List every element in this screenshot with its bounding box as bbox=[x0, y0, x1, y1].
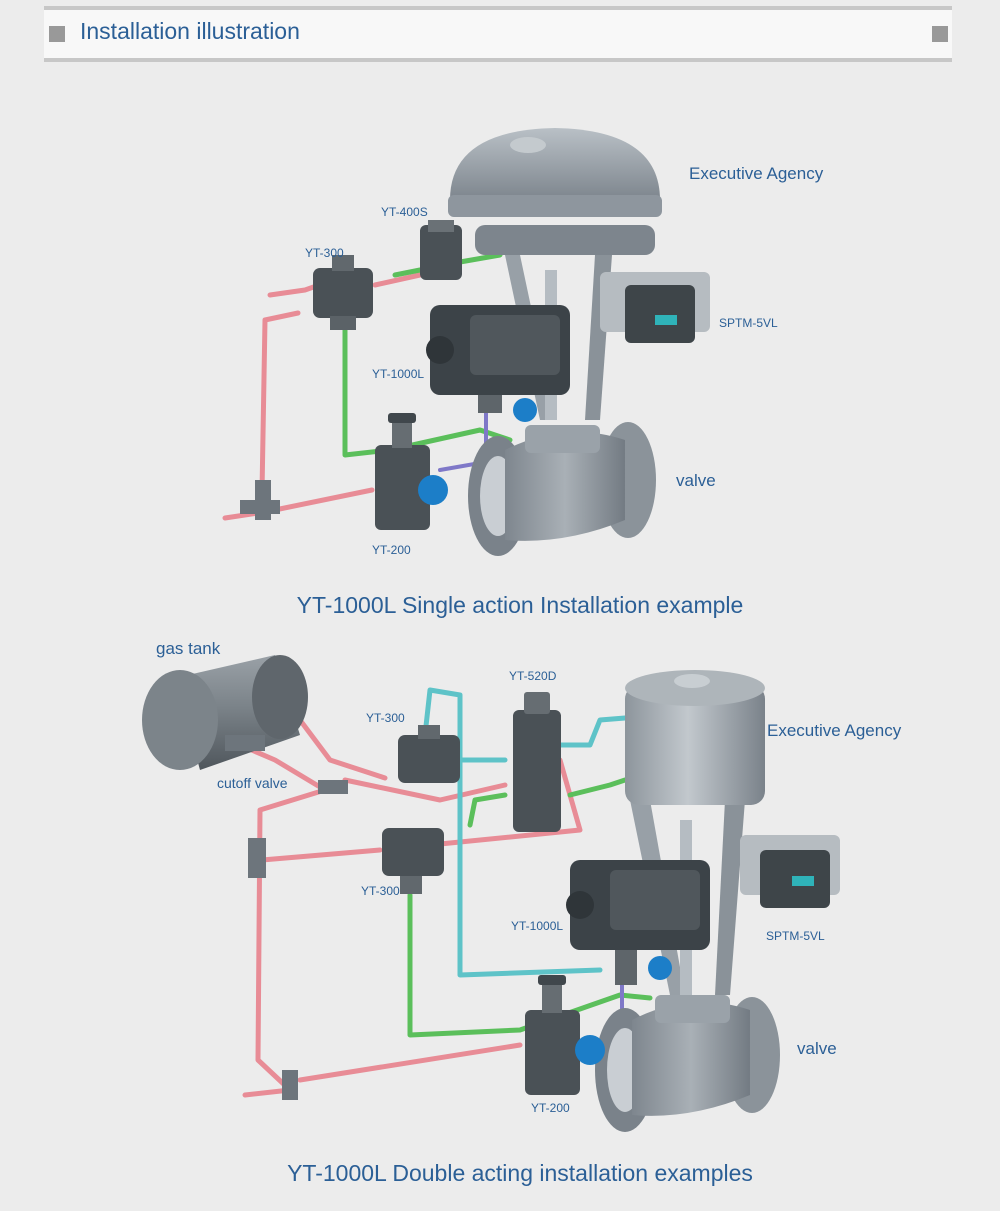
label-yt300: YT-300 bbox=[305, 246, 344, 260]
label-yt1000l: YT-1000L bbox=[372, 367, 424, 381]
valve-body bbox=[468, 422, 656, 556]
valve-body-2 bbox=[595, 995, 780, 1132]
label-executive-agency-2: Executive Agency bbox=[767, 721, 902, 740]
label-sptm5vl: SPTM-5VL bbox=[719, 316, 778, 330]
double-acting-diagram: gas tank YT-520D YT-300 Executive Agency… bbox=[142, 639, 902, 1186]
booster-yt400s bbox=[420, 220, 462, 280]
label-yt520d: YT-520D bbox=[509, 669, 557, 683]
label-valve: valve bbox=[676, 471, 716, 490]
lock-up-valve-yt300 bbox=[313, 255, 373, 330]
gas-tank bbox=[142, 655, 308, 770]
caption-double-acting: YT-1000L Double acting installation exam… bbox=[287, 1160, 753, 1186]
cylinder-actuator bbox=[625, 670, 765, 805]
filter-regulator-yt200 bbox=[375, 413, 448, 530]
tee-fitting bbox=[240, 480, 280, 520]
label-yt400s: YT-400S bbox=[381, 205, 428, 219]
limit-switch-sptm5vl-2 bbox=[740, 835, 840, 908]
label-yt200-2: YT-200 bbox=[531, 1101, 570, 1115]
label-yt200: YT-200 bbox=[372, 543, 411, 557]
tee-fittings-2 bbox=[248, 780, 348, 1100]
booster-yt520d bbox=[513, 692, 561, 832]
label-yt1000l-2: YT-1000L bbox=[511, 919, 563, 933]
filter-regulator-yt200-2 bbox=[525, 975, 605, 1095]
label-gas-tank: gas tank bbox=[156, 639, 221, 658]
label-executive-agency: Executive Agency bbox=[689, 164, 824, 183]
limit-switch-sptm5vl bbox=[600, 272, 710, 343]
label-yt300-top: YT-300 bbox=[366, 711, 405, 725]
single-action-diagram: Executive Agency YT-400S YT-300 SPTM-5VL… bbox=[225, 128, 824, 618]
label-valve-2: valve bbox=[797, 1039, 837, 1058]
label-yt300-bottom: YT-300 bbox=[361, 884, 400, 898]
label-sptm5vl-2: SPTM-5VL bbox=[766, 929, 825, 943]
caption-single-action: YT-1000L Single action Installation exam… bbox=[297, 592, 744, 618]
lock-up-valve-yt300-top bbox=[398, 725, 460, 783]
actuator-dome bbox=[448, 128, 662, 255]
label-cutoff-valve: cutoff valve bbox=[217, 775, 288, 791]
